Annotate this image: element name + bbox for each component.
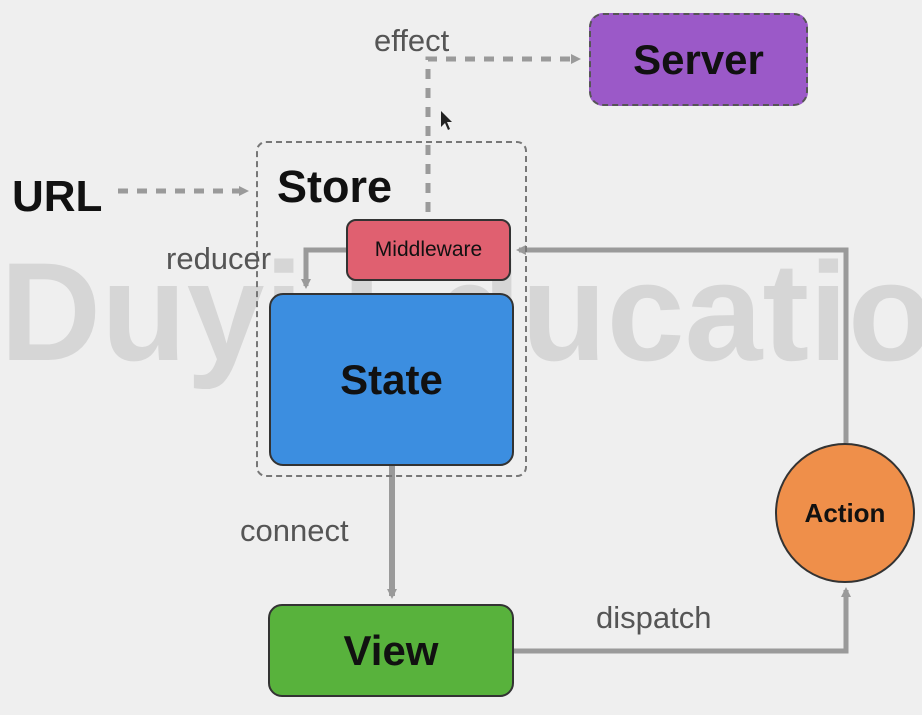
connect-label: connect (240, 513, 349, 548)
state-label: State (340, 355, 443, 403)
dispatch-arrow (514, 587, 851, 654)
middleware-node: Middleware (346, 219, 511, 281)
effect-arrow (425, 54, 581, 212)
dispatch-label: dispatch (596, 600, 712, 635)
view-node: View (268, 604, 514, 697)
effect-arrow-line (425, 54, 581, 212)
reducer-arrow (301, 247, 346, 289)
mouse-cursor-icon (441, 111, 452, 130)
server-label: Server (633, 35, 764, 83)
action-label: Action (804, 497, 886, 528)
effect-label: effect (374, 23, 450, 58)
store-container (256, 141, 527, 477)
middleware-label: Middleware (374, 238, 483, 261)
action-to-middleware-arrow (516, 245, 849, 443)
action-node: Action (775, 443, 915, 583)
reducer-label: reducer (166, 241, 272, 276)
server-node: Server (589, 13, 808, 106)
store-label: Store (277, 161, 393, 212)
url-label: URL (12, 172, 103, 221)
view-label: View (343, 626, 439, 674)
state-node: State (269, 293, 514, 466)
